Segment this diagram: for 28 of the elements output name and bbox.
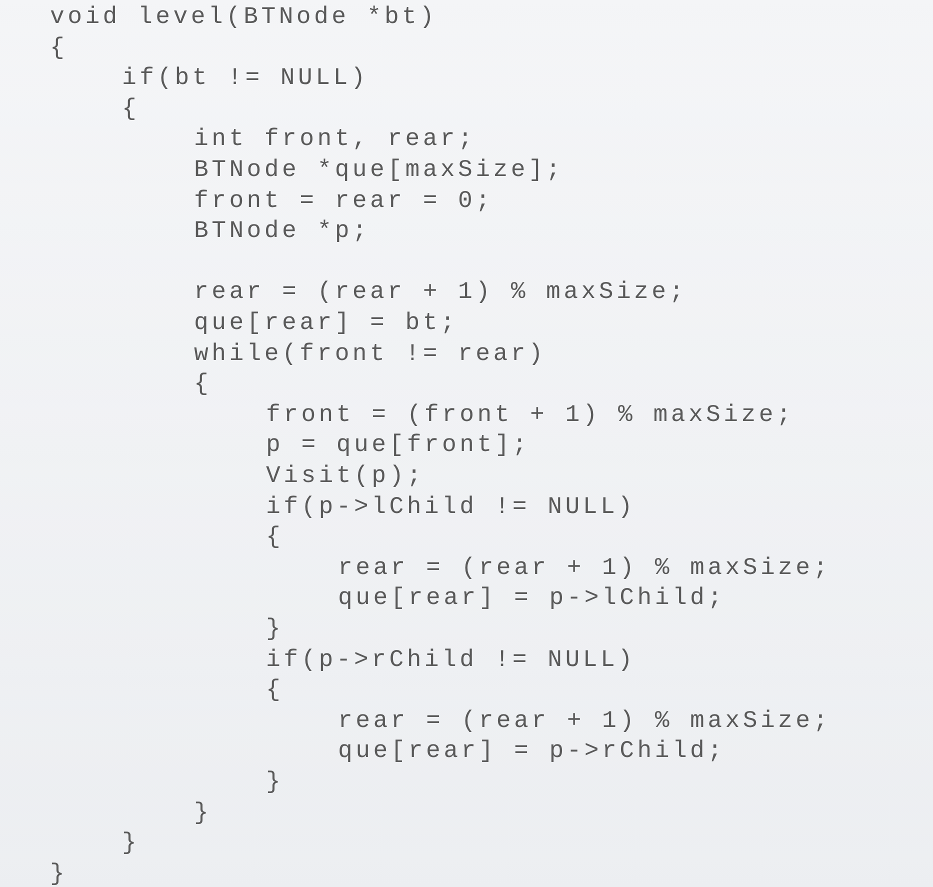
code-line: if(p->rChild != NULL) (266, 646, 636, 675)
code-line: que[rear] = p->lChild; (338, 585, 726, 614)
code-line: que[rear] = p->rChild; (338, 738, 726, 766)
code-line: { (266, 677, 284, 706)
code-line: } (266, 616, 284, 644)
code-line: { (122, 96, 140, 124)
code-line: { (266, 524, 284, 552)
code-line: p = que[front]; (266, 432, 530, 460)
code-line: if(bt != NULL) (122, 65, 368, 94)
code-line: rear = (rear + 1) % maxSize; (194, 279, 687, 308)
code-line: void level(BTNode *bt) (50, 4, 438, 32)
code-line: rear = (rear + 1) % maxSize; (338, 554, 831, 583)
code-line: que[rear] = bt; (194, 310, 458, 338)
code-line: BTNode *p; (194, 218, 370, 246)
code-line: } (194, 800, 212, 828)
code-line: Visit(p); (266, 463, 424, 491)
code-line: if(p->lChild != NULL) (266, 494, 636, 522)
code-line: front = rear = 0; (194, 188, 494, 216)
code-line: BTNode *que[maxSize]; (194, 157, 564, 185)
code-line: front = (front + 1) % maxSize; (266, 402, 794, 430)
code-line: while(front != rear) (194, 340, 546, 369)
code-line: } (50, 860, 68, 887)
code-line: } (266, 769, 284, 797)
code-line: rear = (rear + 1) % maxSize; (338, 708, 831, 736)
code-line: { (50, 34, 68, 63)
code-line: int front, rear; (194, 126, 476, 154)
code-line: { (194, 371, 212, 400)
code-line: } (122, 830, 140, 858)
